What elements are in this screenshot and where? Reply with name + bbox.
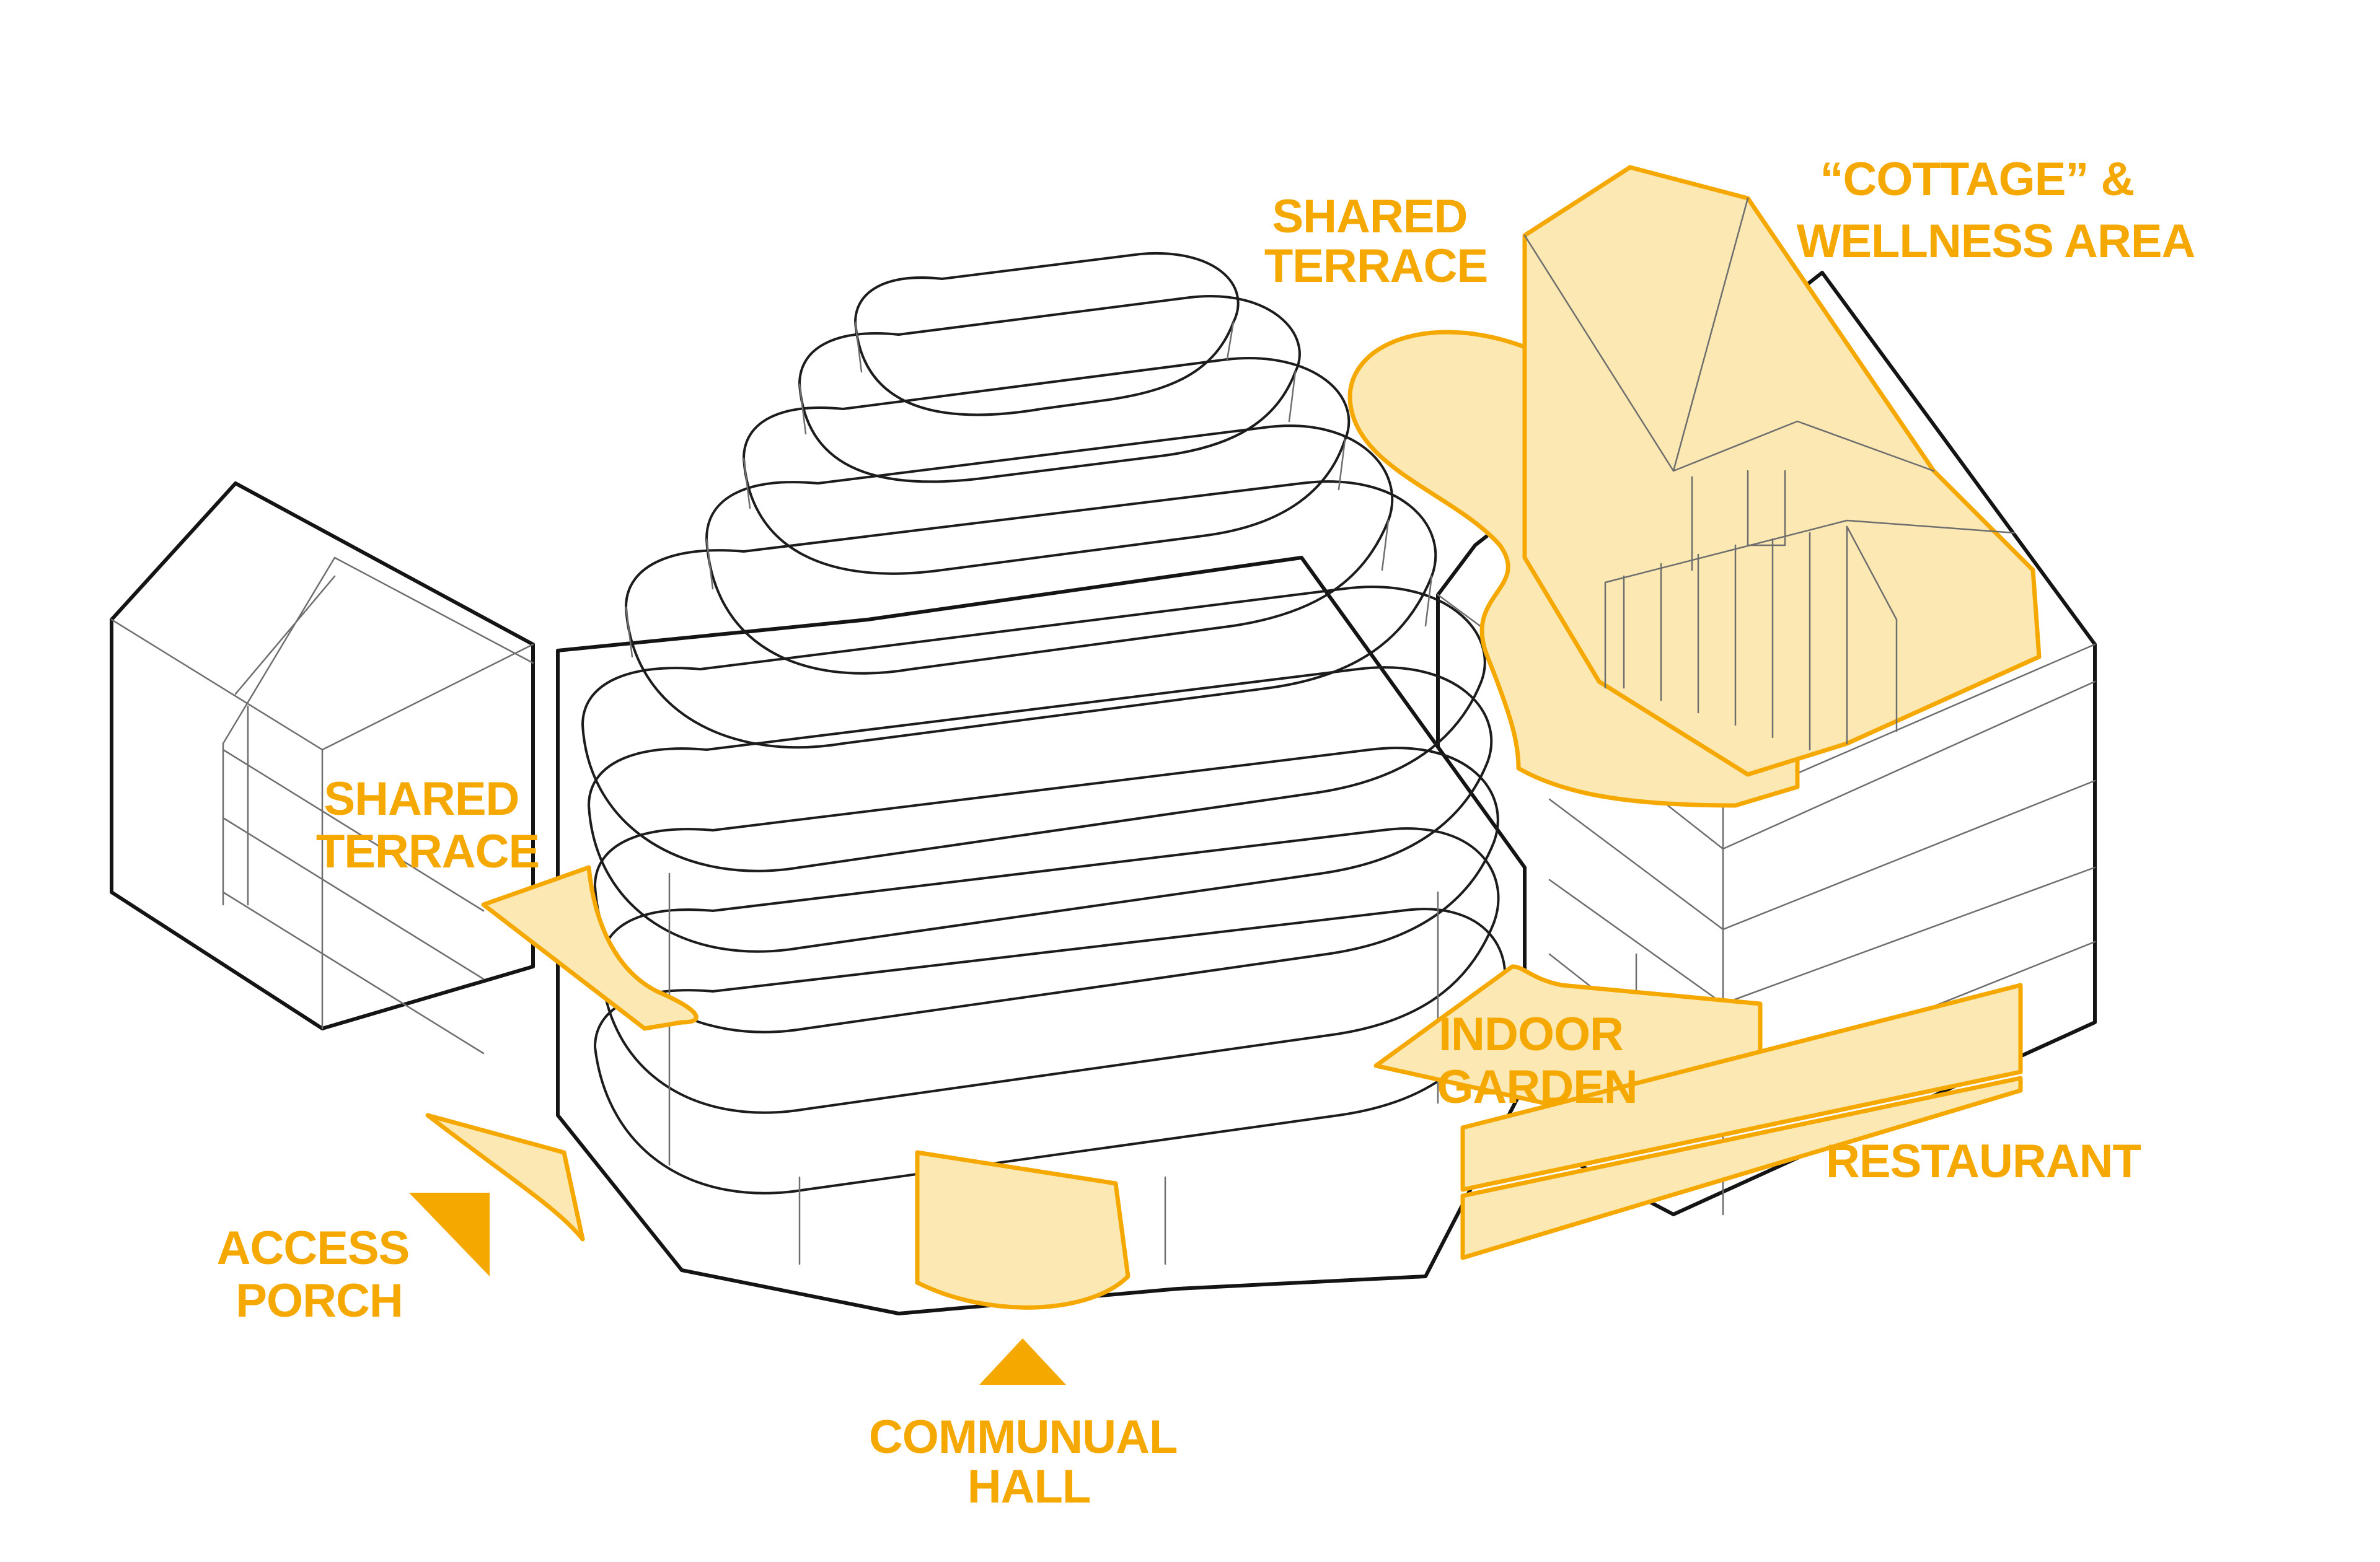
label-line: SHARED (324, 773, 519, 825)
label-communal-hall: COMMUNUAL HALL (869, 1411, 1189, 1513)
label-line: TERRACE (1264, 240, 1488, 292)
label-line: TERRACE (316, 825, 539, 878)
label-line: ACCESS (217, 1222, 410, 1275)
cottage-detail (1523, 197, 2016, 751)
stepped-tower (556, 252, 1527, 1315)
cottage-wellness-zone (1522, 165, 2042, 777)
access-porch-zone (425, 1113, 585, 1242)
labels: SHARED TERRACE “COTTAGE” & WELLNESS AREA… (217, 153, 2196, 1513)
label-line: PORCH (236, 1275, 402, 1327)
label-restaurant: RESTAURANT (1826, 1135, 2141, 1188)
communal-hall-arrow-icon (979, 1338, 1066, 1385)
label-line: “COTTAGE” & (1820, 153, 2134, 206)
access-porch-arrow-icon (409, 1193, 490, 1276)
label-line: GARDEN (1437, 1061, 1637, 1113)
label-cottage-wellness: “COTTAGE” & WELLNESS AREA (1797, 153, 2195, 268)
label-indoor-garden: INDOOR GARDEN (1437, 1008, 1637, 1113)
highlighted-zones (425, 165, 2042, 1310)
label-line: INDOOR (1439, 1008, 1623, 1061)
label-line: RESTAURANT (1826, 1135, 2141, 1188)
label-access-porch: ACCESS PORCH (217, 1222, 422, 1327)
label-shared-terrace-top: SHARED TERRACE (1264, 190, 1488, 292)
label-line: HALL (967, 1460, 1091, 1513)
shared-terrace-left-zone (481, 865, 699, 1031)
label-line: SHARED (1272, 190, 1467, 243)
communal-hall-zone (915, 1150, 1130, 1310)
restaurant-zone (1460, 983, 2023, 1192)
label-line: COMMUNUAL (869, 1411, 1177, 1463)
restaurant-lower-zone (1460, 1076, 2023, 1260)
left-wing-block (110, 481, 535, 1055)
label-shared-terrace-left: SHARED TERRACE (316, 773, 539, 878)
label-line: WELLNESS AREA (1797, 215, 2195, 268)
arrows (409, 1193, 1066, 1385)
